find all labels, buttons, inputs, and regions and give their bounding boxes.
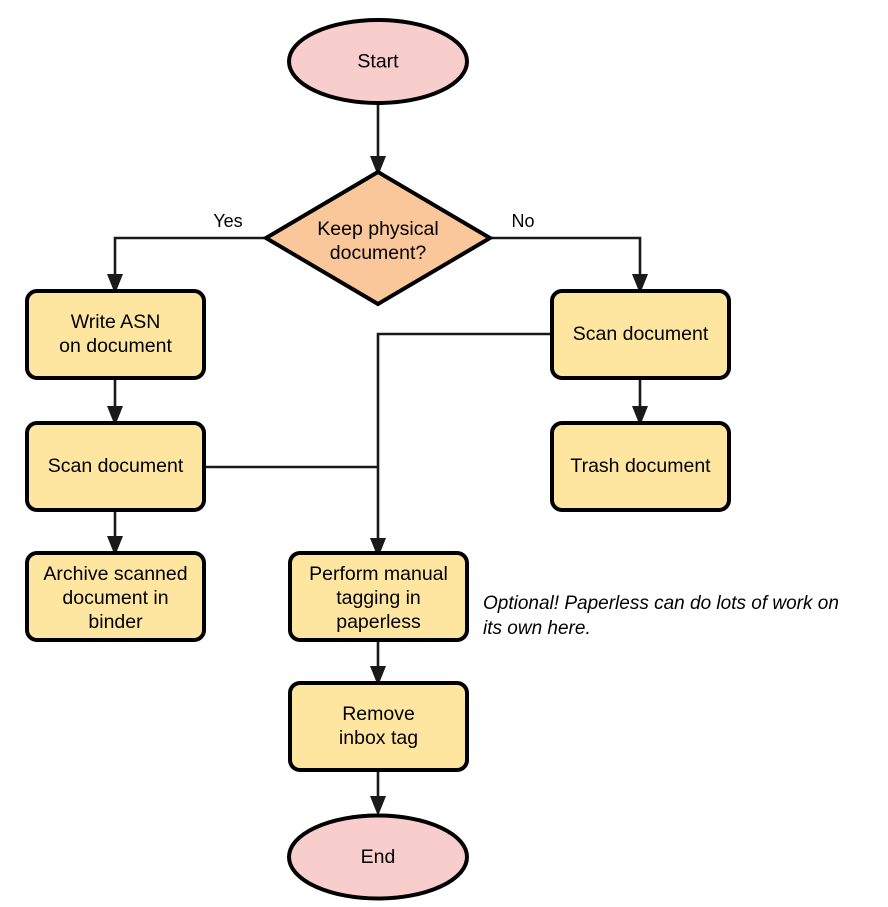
edge-scan-right-to-manual-tagging: [370, 332, 552, 558]
write-asn-box[interactable]: [25, 289, 206, 380]
edge-decision-yes-to-write-asn: [107, 236, 265, 294]
edge-scan-right-to-trash-document: [632, 378, 648, 426]
node-decision-label-line2: document?: [330, 242, 427, 264]
decision-diamond[interactable]: [262, 169, 494, 307]
node-scan-document-right[interactable]: Scan document: [550, 289, 731, 380]
edge-start-to-decision: [370, 103, 386, 176]
trash-document-box[interactable]: [550, 421, 731, 512]
end-ellipse[interactable]: [287, 813, 469, 901]
node-end-label: End: [361, 846, 396, 868]
node-manual-tagging-label-line1: Perform manual: [309, 563, 448, 585]
annotation-line-2: its own here.: [483, 618, 591, 639]
node-trash-document[interactable]: Trash document: [550, 421, 731, 512]
arrow-head-icon: [370, 156, 386, 176]
node-scan-document-left[interactable]: Scan document: [25, 421, 206, 512]
node-remove-inbox-tag[interactable]: Remove inbox tag: [288, 681, 469, 772]
node-scan-document-right-label: Scan document: [573, 323, 709, 345]
node-start-label: Start: [357, 51, 399, 73]
edge-manual-tagging-to-remove-inbox: [370, 640, 386, 686]
node-write-asn[interactable]: Write ASN on document: [25, 289, 206, 380]
node-keep-physical-document[interactable]: Keep physical document?: [262, 169, 494, 307]
start-ellipse[interactable]: [287, 18, 469, 105]
edge-line: [376, 332, 552, 548]
node-start[interactable]: Start: [287, 18, 469, 105]
edge-scan-left-to-archive-binder: [107, 510, 123, 556]
node-manual-tagging[interactable]: Perform manual tagging in paperless: [288, 551, 469, 642]
arrow-head-icon: [632, 406, 648, 426]
node-archive-binder[interactable]: Archive scanned document in binder: [25, 551, 206, 642]
scan-document-left-box[interactable]: [25, 421, 206, 512]
node-end[interactable]: End: [287, 813, 469, 901]
edge-remove-inbox-to-end: [370, 770, 386, 816]
node-archive-binder-label-line1: Archive scanned: [43, 563, 187, 585]
edge-label-yes: Yes: [213, 211, 242, 231]
annotation-line-1: Optional! Paperless can do lots of work …: [483, 593, 839, 614]
edge-label-no: No: [511, 211, 534, 231]
arrow-head-icon: [370, 666, 386, 686]
node-remove-inbox-tag-label-line1: Remove: [342, 703, 415, 725]
arrow-head-icon: [107, 406, 123, 426]
edge-line: [113, 236, 265, 284]
edge-decision-no-to-scan-right: [490, 236, 648, 294]
node-archive-binder-label-line2: document in: [62, 587, 168, 609]
node-manual-tagging-label-line3: paperless: [336, 611, 421, 633]
scan-document-right-box[interactable]: [550, 289, 731, 380]
node-trash-document-label: Trash document: [570, 455, 711, 477]
manual-tagging-box[interactable]: [288, 551, 469, 642]
node-write-asn-label-line2: on document: [59, 335, 172, 357]
node-write-asn-label-line1: Write ASN: [71, 311, 161, 333]
edge-write-asn-to-scan-left: [107, 378, 123, 426]
arrow-head-icon: [107, 536, 123, 556]
archive-binder-box[interactable]: [25, 551, 206, 642]
node-manual-tagging-label-line2: tagging in: [336, 587, 421, 609]
edge-line: [490, 236, 642, 284]
arrow-head-icon: [632, 274, 648, 294]
node-decision-label-line1: Keep physical: [317, 218, 438, 240]
remove-inbox-tag-box[interactable]: [288, 681, 469, 772]
arrow-head-icon: [370, 538, 386, 558]
node-archive-binder-label-line3: binder: [88, 611, 143, 633]
arrow-head-icon: [107, 274, 123, 294]
annotation-optional-note: Optional! Paperless can do lots of work …: [483, 593, 839, 639]
arrow-head-icon: [370, 796, 386, 816]
node-remove-inbox-tag-label-line2: inbox tag: [339, 727, 418, 749]
node-scan-document-left-label: Scan document: [48, 455, 184, 477]
